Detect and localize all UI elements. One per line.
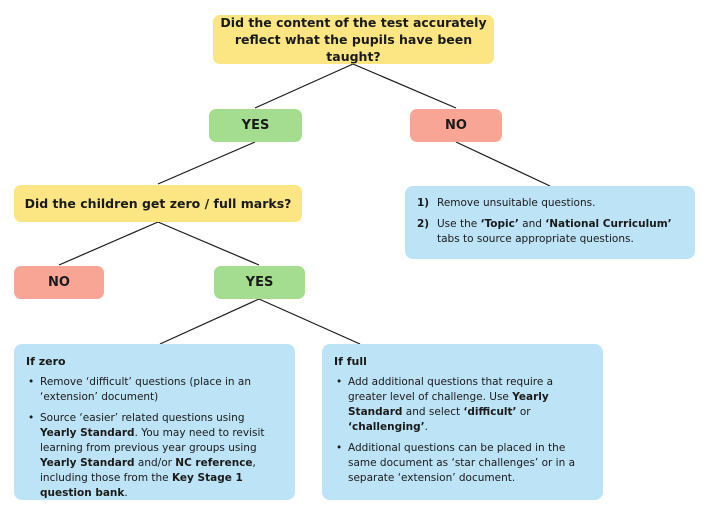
if-zero-bullet-2: Source ‘easier’ related questions using …: [26, 411, 283, 501]
question-content-reflects-teaching: Did the content of the test accurately r…: [213, 15, 494, 64]
answer-yes-2: YES: [214, 266, 305, 299]
connector-yes-zero: [159, 298, 260, 345]
if-full-box: If full Add additional questions that re…: [322, 344, 603, 500]
if-full-bullet-1: Add additional questions that require a …: [334, 375, 591, 435]
connector-yes-full: [258, 298, 361, 345]
no-action-2: 2) Use the ‘Topic’ and ‘National Curricu…: [417, 218, 672, 245]
if-zero-title: If zero: [26, 355, 66, 368]
if-zero-box: If zero Remove ‘difficult’ questions (pl…: [14, 344, 295, 500]
connector-no-box: [455, 141, 551, 187]
if-full-title: If full: [334, 355, 367, 368]
question-line-1: Did the content of the test accurately: [220, 15, 487, 30]
answer-no-1: NO: [410, 109, 502, 142]
if-zero-bullet-1: Remove ‘difficult’ questions (place in a…: [26, 375, 283, 405]
question-line-2: reflect what the pupils have been taught…: [234, 32, 473, 64]
connector-q1-yes: [254, 63, 354, 109]
answer-yes-1: YES: [209, 109, 302, 142]
connector-q2-no: [58, 221, 159, 266]
question-zero-full-marks: Did the children get zero / full marks?: [14, 185, 302, 222]
answer-no-2: NO: [14, 266, 104, 299]
connector-q2-yes: [157, 221, 260, 266]
connector-q1-no: [352, 63, 457, 109]
if-full-bullet-2: Additional questions can be placed in th…: [334, 441, 591, 486]
no-action-1: 1) Remove unsuitable questions.: [417, 197, 596, 209]
connector-yes-q2: [157, 141, 256, 185]
no-actions-box: 1) Remove unsuitable questions. 2) Use t…: [405, 186, 695, 259]
